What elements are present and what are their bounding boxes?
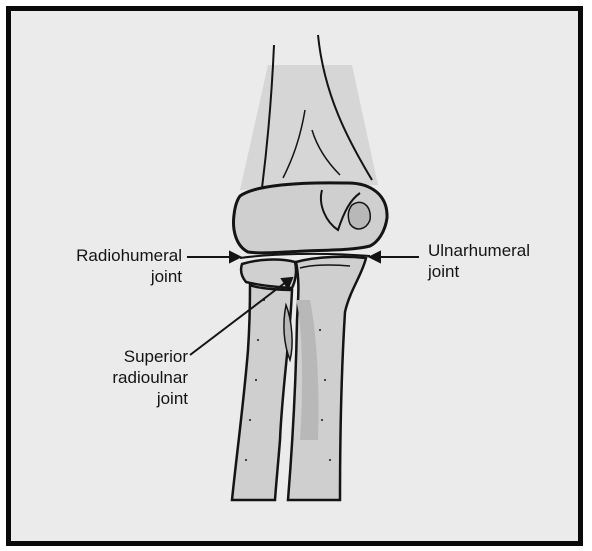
arrow-radiohumeral xyxy=(187,252,240,262)
arrow-ulnarhumeral xyxy=(370,252,419,262)
label-superior-radioulnar-line2: radioulnar xyxy=(78,367,188,388)
label-ulnarhumeral-line2: joint xyxy=(428,261,530,282)
label-ulnarhumeral-line1: Ulnarhumeral xyxy=(428,240,530,261)
ulna-proximal xyxy=(288,257,366,500)
label-superior-radioulnar-line1: Superior xyxy=(78,346,188,367)
label-superior-radioulnar: Superior radioulnar joint xyxy=(78,346,188,409)
humerus-shaft-shadow xyxy=(240,65,378,190)
label-ulnarhumeral: Ulnarhumeral joint xyxy=(428,240,530,282)
label-radiohumeral-line1: Radiohumeral xyxy=(52,245,182,266)
label-radiohumeral-line2: joint xyxy=(52,266,182,287)
label-radiohumeral: Radiohumeral joint xyxy=(52,245,182,287)
label-superior-radioulnar-line3: joint xyxy=(78,388,188,409)
trochlea-detail xyxy=(348,202,370,229)
